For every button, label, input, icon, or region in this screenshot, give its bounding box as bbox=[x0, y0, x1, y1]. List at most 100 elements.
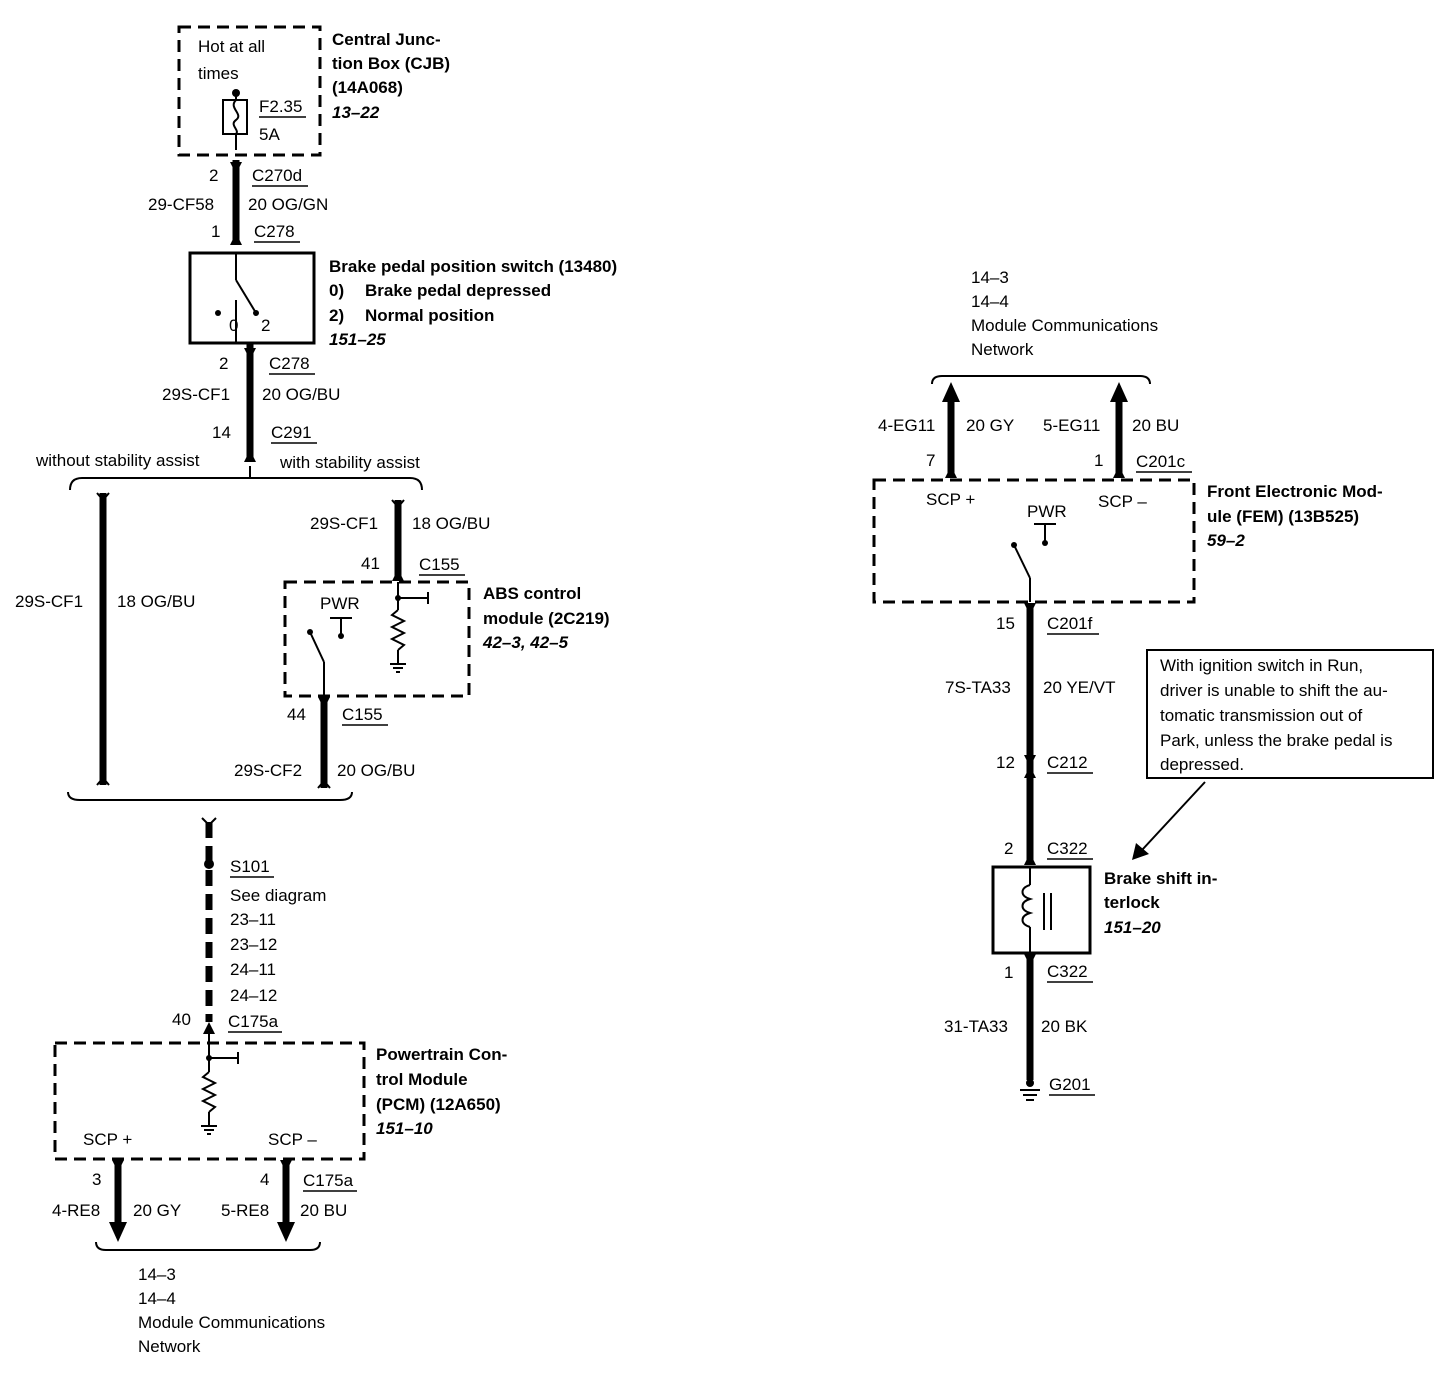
circuit-29-cf58: 29-CF58 bbox=[148, 195, 214, 214]
label-with-stability: with stability assist bbox=[279, 453, 420, 472]
splice-ref-1: 23–12 bbox=[230, 935, 277, 954]
fem-conn-in: C201c bbox=[1136, 452, 1186, 471]
label-without-stability: without stability assist bbox=[35, 451, 200, 470]
interlock-title-line1: Brake shift in- bbox=[1104, 869, 1217, 888]
circuit-4-eg11: 4-EG11 bbox=[878, 416, 935, 435]
pcm-title-line1: Powertrain Con- bbox=[376, 1045, 507, 1064]
circuit-29s-cf1: 29S-CF1 bbox=[162, 385, 230, 404]
branch-bracket-top bbox=[69, 477, 423, 491]
pin-c322-bottom: 1 bbox=[1004, 963, 1013, 982]
splice-ref-3: 24–12 bbox=[230, 986, 277, 1005]
circuit-7s-ta33: 7S-TA33 bbox=[945, 678, 1011, 697]
cjb-hot-line2: times bbox=[198, 64, 239, 83]
pcm-title-line2: trol Module bbox=[376, 1070, 468, 1089]
circuit-5-re8: 5-RE8 bbox=[221, 1201, 269, 1220]
mcn-top-ref1: 14–3 bbox=[971, 268, 1009, 287]
gauge-31-ta33: 20 BK bbox=[1041, 1017, 1088, 1036]
pcm-title-line3: (PCM) (12A650) bbox=[376, 1095, 501, 1114]
mcn-top-bracket bbox=[931, 375, 1151, 385]
gauge-5-eg11: 20 BU bbox=[1132, 416, 1179, 435]
splice-ref-2: 24–11 bbox=[230, 960, 276, 979]
interlock-title-line2: terlock bbox=[1104, 893, 1160, 912]
splice-id: S101 bbox=[230, 857, 270, 876]
note-line1: With ignition switch in Run, bbox=[1160, 656, 1363, 675]
switch-blade bbox=[235, 279, 257, 314]
gauge-abs-in: 18 OG/BU bbox=[412, 514, 490, 533]
fem-pin1: 1 bbox=[1094, 451, 1103, 470]
pcm-pin3: 3 bbox=[92, 1170, 101, 1189]
pin-c291: 14 bbox=[212, 423, 231, 442]
circuit-5-eg11: 5-EG11 bbox=[1043, 416, 1100, 435]
pin-abs-in: 41 bbox=[361, 554, 380, 573]
pcm-resistor bbox=[200, 1071, 218, 1113]
note-arrow bbox=[1141, 781, 1206, 851]
ground-dot bbox=[1026, 1079, 1034, 1087]
pcm-scp-minus: SCP – bbox=[268, 1130, 317, 1149]
splice-see: See diagram bbox=[230, 886, 326, 905]
gauge-5-re8: 20 BU bbox=[300, 1201, 347, 1220]
cjb-ref: 13–22 bbox=[332, 103, 380, 122]
fem-pwr: PWR bbox=[1027, 502, 1067, 521]
fem-title-line1: Front Electronic Mod- bbox=[1207, 482, 1383, 501]
conn-c278-bottom: C278 bbox=[269, 354, 310, 373]
splice-ref-0: 23–11 bbox=[230, 910, 276, 929]
bpp-state2: Normal position bbox=[365, 306, 494, 325]
mcn-bottom-ref1: 14–3 bbox=[138, 1265, 176, 1284]
bpp-state0: Brake pedal depressed bbox=[365, 281, 551, 300]
gauge-7s-ta33: 20 YE/VT bbox=[1043, 678, 1115, 697]
circuit-branch-left: 29S-CF1 bbox=[15, 592, 83, 611]
fuse-id: F2.35 bbox=[259, 97, 302, 116]
conn-c270d: C270d bbox=[252, 166, 302, 185]
note-line4: Park, unless the brake pedal is bbox=[1160, 731, 1392, 750]
pin-c278-top: 1 bbox=[211, 222, 220, 241]
bpp-title: Brake pedal position switch (13480) bbox=[329, 257, 617, 276]
conn-pcm-c175a: C175a bbox=[228, 1012, 279, 1031]
fem-scp-plus: SCP + bbox=[926, 490, 975, 509]
fem-ref: 59–2 bbox=[1207, 531, 1245, 550]
abs-switch-blade bbox=[309, 631, 325, 663]
abs-ref: 42–3, 42–5 bbox=[482, 633, 569, 652]
fem-scp-minus: SCP – bbox=[1098, 492, 1147, 511]
abs-title-line1: ABS control bbox=[483, 584, 581, 603]
switch-pos-0: 0 bbox=[229, 316, 238, 335]
interlock-coil bbox=[1021, 884, 1034, 928]
cjb-title-line1: Central Junc- bbox=[332, 30, 441, 49]
fem-box bbox=[872, 478, 1196, 604]
conn-c322-bottom: C322 bbox=[1047, 962, 1088, 981]
switch-pos-2: 2 bbox=[261, 316, 270, 335]
conn-abs-in: C155 bbox=[419, 555, 460, 574]
conn-abs-out: C155 bbox=[342, 705, 383, 724]
splice-s101-dot bbox=[204, 859, 214, 869]
conn-c278-top: C278 bbox=[254, 222, 295, 241]
mcn-top-line1: Module Communications bbox=[971, 316, 1158, 335]
abs-module-box bbox=[283, 580, 471, 698]
pin-c278-bottom: 2 bbox=[219, 354, 228, 373]
pcm-box bbox=[53, 1041, 366, 1161]
abs-title-line2: module (2C219) bbox=[483, 609, 610, 628]
abs-resistor bbox=[389, 609, 407, 651]
fem-out-pin: 15 bbox=[996, 614, 1015, 633]
pin-abs-out: 44 bbox=[287, 705, 306, 724]
note-line5: depressed. bbox=[1160, 755, 1244, 774]
pcm-pin4: 4 bbox=[260, 1170, 269, 1189]
gauge-29-cf58: 20 OG/GN bbox=[248, 195, 328, 214]
fem-out-conn: C201f bbox=[1047, 614, 1093, 633]
bpp-ref: 151–25 bbox=[329, 330, 386, 349]
mcn-bottom-ref2: 14–4 bbox=[138, 1289, 176, 1308]
pcm-ref: 151–10 bbox=[376, 1119, 433, 1138]
pin-c270d: 2 bbox=[209, 166, 218, 185]
note-line3: tomatic transmission out of bbox=[1160, 706, 1362, 725]
pcm-conn-out: C175a bbox=[303, 1171, 354, 1190]
gauge-4-eg11: 20 GY bbox=[966, 416, 1014, 435]
pcm-scp-plus: SCP + bbox=[83, 1130, 132, 1149]
gauge-abs-out: 20 OG/BU bbox=[337, 761, 415, 780]
mcn-bottom-line1: Module Communications bbox=[138, 1313, 325, 1332]
mcn-bottom-line2: Network bbox=[138, 1337, 201, 1356]
bpp-state2-num: 2) bbox=[329, 306, 344, 325]
pin-c212: 12 bbox=[996, 753, 1015, 772]
gauge-29s-cf1: 20 OG/BU bbox=[262, 385, 340, 404]
circuit-31-ta33: 31-TA33 bbox=[944, 1017, 1008, 1036]
cjb-title-line2: tion Box (CJB) bbox=[332, 54, 450, 73]
circuit-abs-out: 29S-CF2 bbox=[234, 761, 302, 780]
interlock-ref: 151–20 bbox=[1104, 918, 1161, 937]
